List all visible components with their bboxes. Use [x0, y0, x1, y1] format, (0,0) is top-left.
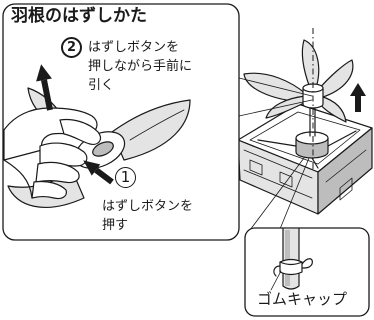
hand-wrist-line — [3, 159, 33, 199]
release-button — [92, 141, 114, 157]
rubber-cap — [279, 258, 303, 276]
shaft-pole-shading — [285, 230, 290, 286]
step-1-number: 1 — [115, 167, 136, 188]
housing-right-face-details — [325, 149, 367, 201]
fan-blades — [243, 39, 354, 123]
fan-blade — [265, 95, 307, 119]
hand-and-hub-illustration — [3, 64, 191, 208]
pull-arrow-icon — [36, 64, 52, 82]
step-2-instruction: はずしボタンを 押しながら手前に 引く — [88, 38, 192, 95]
zoom-leader-lines — [238, 77, 313, 117]
step-1-line: はずしボタンを — [102, 199, 194, 214]
rubber-cap-tab — [273, 265, 281, 277]
hand-finger — [31, 180, 67, 200]
pull-arrow-shaft — [41, 79, 53, 111]
blade-right — [111, 99, 191, 161]
motor-shaft — [309, 103, 316, 137]
label-leader-line — [270, 270, 282, 291]
pull-up-arrow-icon — [350, 83, 366, 112]
rubber-cap-loop — [301, 258, 313, 269]
step-2-line: 引く — [88, 78, 115, 93]
press-arrow-shaft — [94, 167, 114, 185]
detail-leader-lines — [249, 157, 310, 231]
fan-blade — [243, 72, 307, 103]
section-title: 羽根のはずしかた — [11, 6, 147, 26]
step-1-instruction: はずしボタンを 押す — [102, 197, 193, 235]
hand-thumb — [59, 118, 102, 145]
rubber-cap-rim — [279, 261, 303, 266]
fan-blade — [317, 95, 347, 123]
press-arrow-icon — [83, 160, 101, 176]
hand-finger — [35, 161, 80, 184]
housing-inner-rim — [249, 111, 361, 165]
fan-unit-illustration — [237, 28, 373, 215]
fan-blade — [301, 39, 320, 89]
step-1-line: 押す — [102, 218, 129, 233]
detail-box — [244, 227, 370, 317]
step-2-line: 押しながら手前に — [88, 59, 193, 74]
step-2-number: 2 — [61, 37, 82, 58]
fan-blade — [317, 59, 354, 99]
rubber-cap-detail — [270, 228, 313, 291]
motor-top — [295, 131, 329, 145]
step-2-line: はずしボタンを — [88, 40, 180, 55]
rubber-cap-label: ゴムキャップ — [257, 290, 348, 308]
housing-right-face — [317, 127, 373, 215]
blade-right-shading — [129, 109, 185, 141]
housing-left-face-details — [243, 149, 313, 199]
